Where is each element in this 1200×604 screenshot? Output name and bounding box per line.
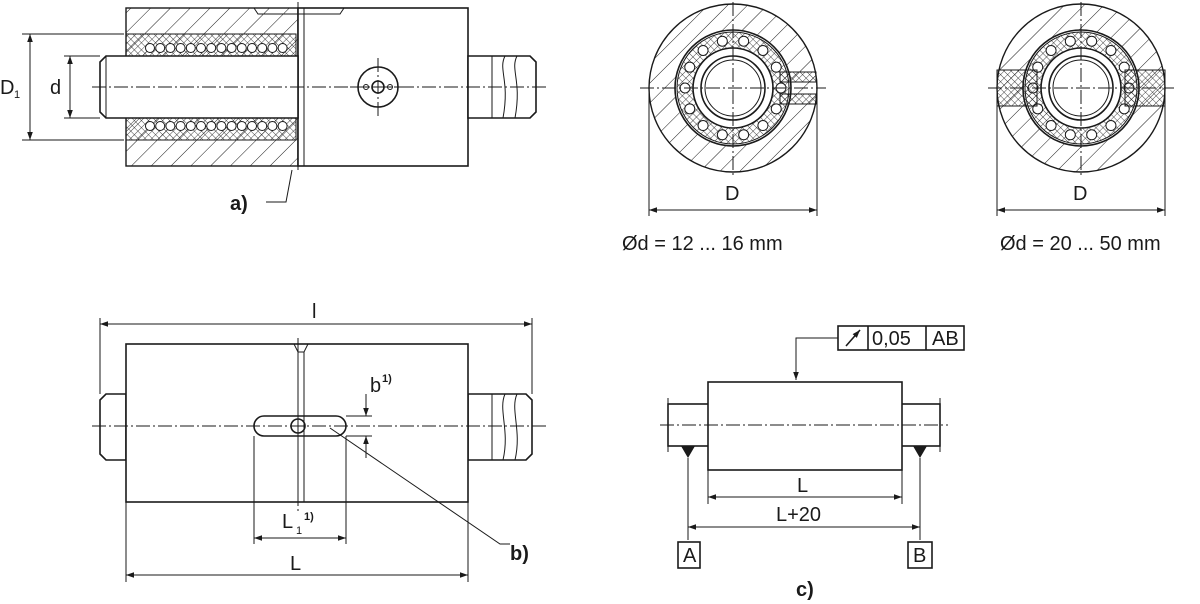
- bushing-body: [125, 343, 469, 503]
- ball: [697, 120, 709, 132]
- dim-slot-length: L: [282, 511, 293, 533]
- ball: [185, 43, 196, 53]
- dim-body-length: L: [290, 553, 301, 575]
- ball: [236, 121, 247, 131]
- section-large-caption: Ød = 20 ... 50 mm: [1000, 233, 1161, 255]
- ball: [267, 43, 278, 53]
- ball: [247, 121, 257, 131]
- ball: [684, 61, 696, 73]
- ball: [1105, 120, 1117, 132]
- ball: [155, 121, 166, 131]
- ball: [277, 121, 288, 131]
- datum-b-box: [907, 541, 933, 569]
- section-large-dim: D: [1073, 183, 1087, 205]
- section-small: D Ød = 12 ... 16 mm: [622, 2, 826, 255]
- datum-b: B: [913, 545, 926, 567]
- ball: [155, 43, 166, 53]
- shaft-b-right: [467, 393, 533, 461]
- ball: [716, 129, 728, 141]
- ball: [165, 43, 176, 53]
- ball: [226, 121, 237, 131]
- section-large: D Ød = 20 ... 50 mm: [988, 2, 1174, 255]
- dim-slot-length-note: 1): [304, 511, 314, 523]
- ball: [236, 43, 247, 53]
- ball: [257, 121, 268, 131]
- ball: [206, 43, 217, 53]
- tolerance-value: 0,05: [872, 328, 911, 350]
- ball: [145, 121, 155, 131]
- ball: [1045, 44, 1057, 56]
- ball: [196, 43, 206, 53]
- ball: [757, 120, 769, 132]
- test-body: [707, 381, 903, 471]
- view-c: 0,05 AB L L+20 A B c): [660, 325, 965, 601]
- view-a: D 1 d a): [0, 2, 548, 215]
- support-b: [913, 446, 927, 458]
- ball: [738, 35, 750, 47]
- dim-c-length: L: [797, 475, 808, 497]
- ball: [175, 121, 186, 131]
- dim-slot-length-sub: 1: [296, 525, 302, 537]
- ball: [1086, 129, 1098, 141]
- ball: [247, 43, 257, 53]
- ball: [185, 121, 196, 131]
- support-a: [681, 446, 695, 458]
- ball: [684, 103, 696, 115]
- dim-slot-width: b: [370, 375, 381, 397]
- dim-outer-diameter: D: [0, 77, 14, 99]
- dim-support-length: L+20: [776, 504, 821, 526]
- ball: [697, 44, 709, 56]
- ball: [757, 44, 769, 56]
- callout-a: a): [230, 193, 248, 215]
- ball: [1064, 129, 1076, 141]
- section-small-dim: D: [725, 183, 739, 205]
- shaft-b-left: [99, 393, 127, 461]
- ball: [770, 61, 782, 73]
- ball: [226, 43, 237, 53]
- ball: [716, 35, 728, 47]
- ball: [738, 129, 750, 141]
- ball: [216, 121, 227, 131]
- ball: [175, 43, 186, 53]
- dim-outer-diameter-sub: 1: [14, 89, 20, 101]
- ball: [267, 121, 278, 131]
- ball: [770, 103, 782, 115]
- datum-a-box: [677, 541, 701, 569]
- view-b: l b 1) L 1 1) L: [92, 301, 548, 582]
- ball: [277, 43, 288, 53]
- ball: [216, 43, 227, 53]
- dim-inner-diameter: d: [50, 77, 61, 99]
- ball: [145, 43, 155, 53]
- ball: [1086, 35, 1098, 47]
- callout-b: b): [510, 543, 529, 565]
- datum-a: A: [683, 545, 697, 567]
- section-small-caption: Ød = 12 ... 16 mm: [622, 233, 783, 255]
- ball: [196, 121, 206, 131]
- ball: [1064, 35, 1076, 47]
- ball: [1045, 120, 1057, 132]
- dim-overall-length: l: [312, 301, 316, 323]
- runout-symbol-icon: [845, 329, 861, 347]
- dim-slot-width-note: 1): [382, 373, 392, 385]
- ball: [257, 43, 268, 53]
- callout-c: c): [796, 579, 814, 601]
- tolerance-datum: AB: [932, 328, 959, 350]
- ball-row-bottom: [145, 121, 288, 131]
- ball: [206, 121, 217, 131]
- ball-row-top: [145, 43, 288, 53]
- ball: [1105, 44, 1117, 56]
- ball: [165, 121, 176, 131]
